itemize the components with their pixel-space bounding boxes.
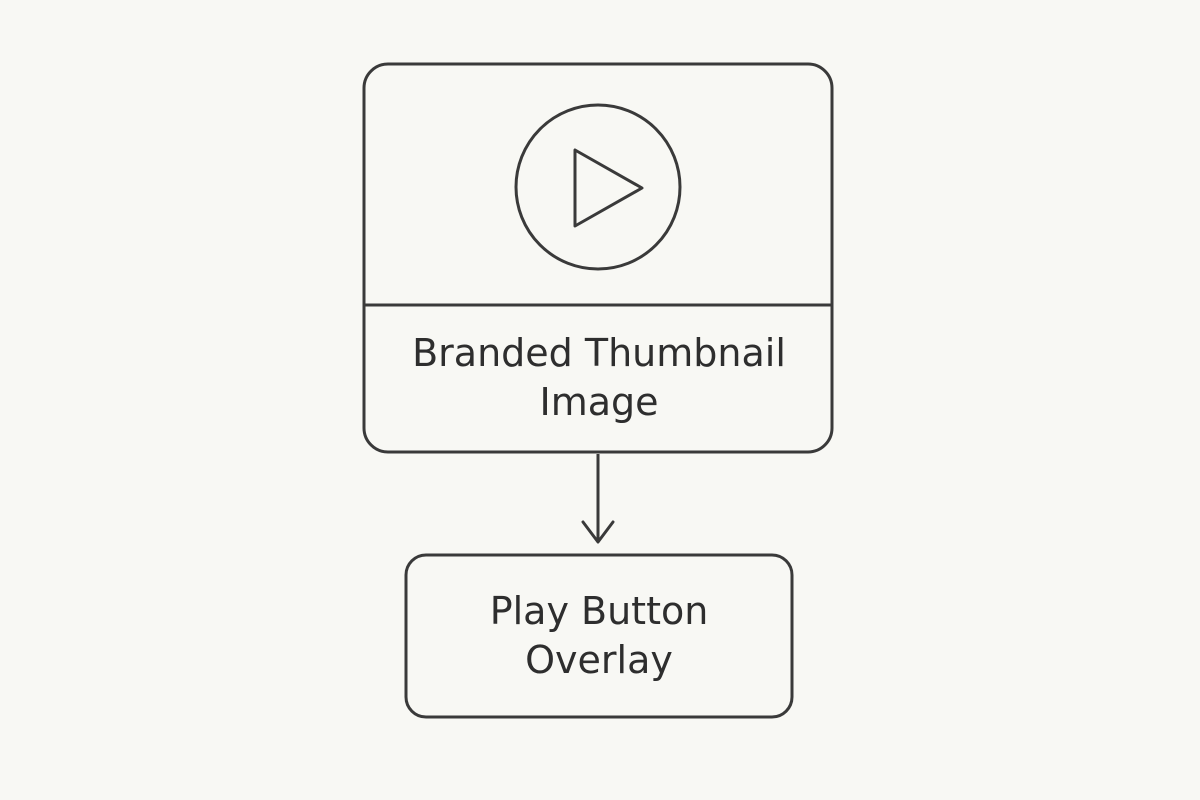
thumbnail-node-label: Branded Thumbnail Image xyxy=(412,330,786,424)
thumbnail-node-box xyxy=(362,62,834,454)
overlay-node-label: Play Button Overlay xyxy=(489,588,709,682)
play-circle-icon xyxy=(514,103,682,271)
connector-arrow xyxy=(581,454,615,544)
overlay-node-box xyxy=(404,553,794,719)
